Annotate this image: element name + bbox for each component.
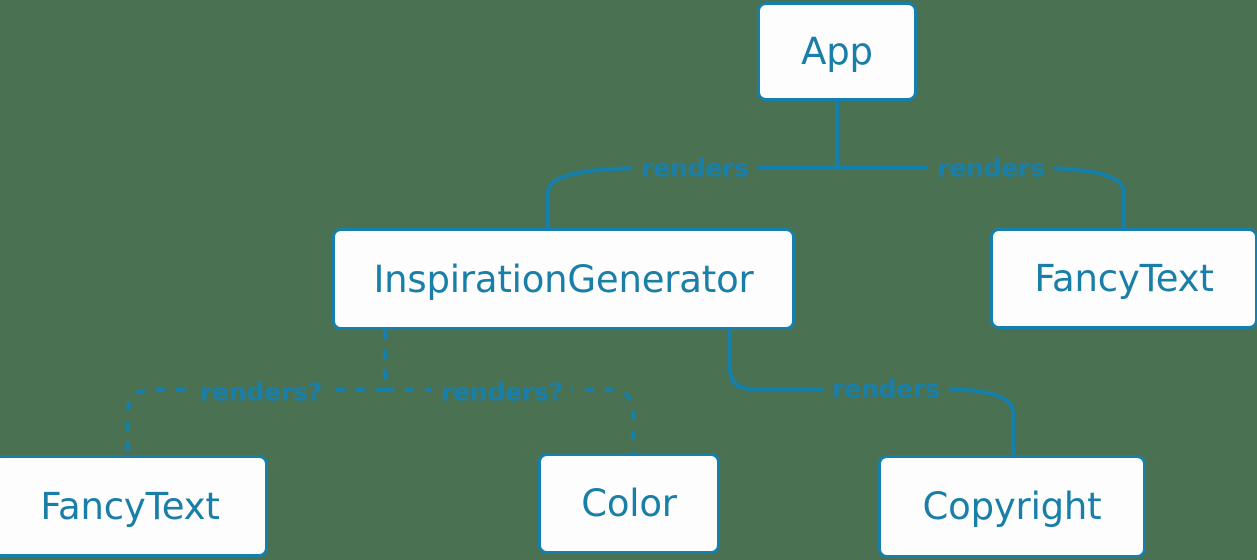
node-fancytext-top[interactable]: FancyText [990, 228, 1257, 329]
node-color[interactable]: Color [538, 453, 720, 554]
node-fancytext-bottom[interactable]: FancyText [0, 455, 268, 557]
node-fancytext-top-label: FancyText [1034, 257, 1214, 300]
node-color-label: Color [581, 482, 677, 525]
node-copyright-label: Copyright [922, 485, 1102, 528]
edge-label-inspiration-copyright: renders [823, 376, 949, 402]
node-fancytext-bottom-label: FancyText [40, 484, 220, 528]
edge-label-app-inspiration: renders [632, 155, 758, 181]
edge-label-inspiration-color: renders? [431, 379, 573, 405]
node-app[interactable]: App [757, 2, 917, 101]
edge-label-app-fancytext: renders [928, 155, 1054, 181]
edge-label-inspiration-fancytext: renders? [190, 379, 332, 405]
node-inspiration-generator-label: InspirationGenerator [373, 257, 754, 301]
node-app-label: App [801, 30, 873, 73]
node-copyright[interactable]: Copyright [878, 455, 1146, 558]
node-inspiration-generator[interactable]: InspirationGenerator [332, 228, 795, 330]
